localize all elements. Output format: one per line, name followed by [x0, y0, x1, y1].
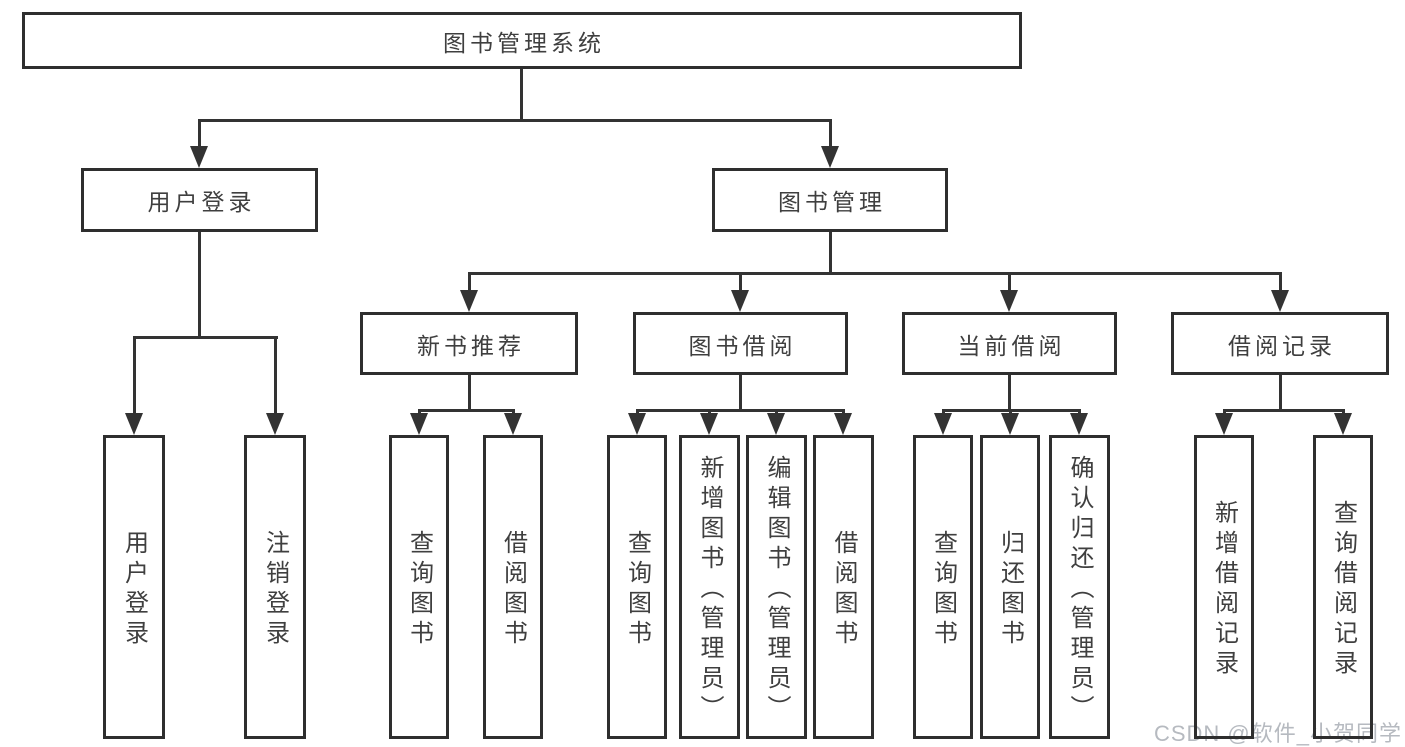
leaf-br-query-record: 查询借阅记录	[1313, 435, 1373, 739]
connector-current-borrowing-hline	[942, 409, 1081, 412]
connector-borrowing-records-hline	[1223, 409, 1345, 412]
arrowhead-cb-query	[934, 413, 952, 435]
node-borrowing-records-label: 借阅记录	[1228, 332, 1336, 359]
arrowhead-cb-confirm	[1070, 413, 1088, 435]
leaf-br-query-record-label: 查询借阅记录	[1329, 500, 1357, 680]
connector-stem-book-borrowing	[739, 274, 742, 294]
connector-stem-user-login	[198, 121, 201, 152]
leaf-cb-query-books: 查询图书	[913, 435, 973, 739]
connector-stem-borrowing-records	[1279, 274, 1282, 294]
connector-book-borrowing-stub	[739, 375, 742, 412]
arrowhead-bb-borrow	[834, 413, 852, 435]
arrowhead-book-management	[821, 146, 839, 168]
leaf-bb-add-books-label: 新增图书（管理员）	[696, 455, 723, 725]
leaf-cb-query-books-label: 查询图书	[929, 530, 957, 650]
arrowhead-user-login-leaf	[125, 413, 143, 435]
leaf-bb-edit-books: 编辑图书（管理员）	[746, 435, 807, 739]
arrowhead-current-borrowing	[1000, 290, 1018, 312]
arrowhead-br-add	[1215, 413, 1233, 435]
arrowhead-br-query	[1334, 413, 1352, 435]
node-user-login: 用户登录	[81, 168, 318, 232]
leaf-br-add-record: 新增借阅记录	[1194, 435, 1254, 739]
connector-book-management-stub	[829, 232, 832, 275]
node-book-borrowing: 图书借阅	[633, 312, 848, 375]
leaf-br-add-record-label: 新增借阅记录	[1210, 500, 1238, 680]
connector-new-book-hline	[418, 409, 515, 412]
leaf-cb-return-books: 归还图书	[980, 435, 1040, 739]
leaf-user-login-label: 用户登录	[120, 530, 148, 650]
connector-stem-new-book	[468, 274, 471, 294]
node-user-login-label: 用户登录	[147, 189, 256, 215]
connector-stem-book-management	[829, 121, 832, 152]
arrowhead-borrowing-records	[1271, 290, 1289, 312]
connector-stem-user-login-leaf	[133, 338, 136, 415]
connector-level3-hline	[468, 272, 1282, 275]
node-current-borrowing-label: 当前借阅	[957, 332, 1066, 359]
connector-level2-hline	[198, 119, 832, 122]
connector-root-stub	[520, 69, 523, 121]
node-book-management-label: 图书管理	[778, 189, 886, 215]
arrowhead-nb-borrow	[504, 413, 522, 435]
leaf-cb-confirm-return-label: 确认归还（管理员）	[1066, 455, 1093, 725]
arrowhead-logout-leaf	[266, 413, 284, 435]
arrowhead-user-login	[190, 146, 208, 168]
node-current-borrowing: 当前借阅	[902, 312, 1117, 375]
arrowhead-new-book	[460, 290, 478, 312]
leaf-bb-edit-books-label: 编辑图书（管理员）	[763, 455, 790, 725]
leaf-bb-query-books-label: 查询图书	[623, 530, 651, 650]
leaf-bb-add-books: 新增图书（管理员）	[679, 435, 740, 739]
leaf-bb-query-books: 查询图书	[607, 435, 667, 739]
leaf-logout-label: 注销登录	[261, 530, 289, 650]
leaf-nb-query-books: 查询图书	[389, 435, 449, 739]
connector-current-borrowing-stub	[1008, 375, 1011, 412]
arrowhead-cb-return	[1001, 413, 1019, 435]
connector-new-book-stub	[468, 375, 471, 412]
connector-borrowing-records-stub	[1279, 375, 1282, 412]
node-root-label: 图书管理系统	[443, 29, 605, 56]
arrowhead-bb-query	[628, 413, 646, 435]
leaf-user-login: 用户登录	[103, 435, 165, 739]
node-borrowing-records: 借阅记录	[1171, 312, 1389, 375]
leaf-nb-query-books-label: 查询图书	[405, 530, 433, 650]
arrowhead-bb-add	[700, 413, 718, 435]
node-book-management: 图书管理	[712, 168, 948, 232]
leaf-cb-confirm-return: 确认归还（管理员）	[1049, 435, 1110, 739]
leaf-nb-borrow-books: 借阅图书	[483, 435, 543, 739]
arrowhead-book-borrowing	[731, 290, 749, 312]
arrowhead-bb-edit	[767, 413, 785, 435]
leaf-cb-return-books-label: 归还图书	[996, 530, 1024, 650]
node-new-book-recommendation-label: 新书推荐	[417, 332, 525, 359]
arrowhead-nb-query	[410, 413, 428, 435]
connector-book-borrowing-hline	[636, 409, 845, 412]
connector-stem-logout-leaf	[274, 338, 277, 415]
connector-stem-current-borrowing	[1008, 274, 1011, 294]
node-book-borrowing-label: 图书借阅	[688, 332, 797, 359]
leaf-bb-borrow-books: 借阅图书	[813, 435, 874, 739]
connector-user-login-stub	[198, 232, 201, 339]
leaf-bb-borrow-books-label: 借阅图书	[830, 530, 857, 650]
leaf-nb-borrow-books-label: 借阅图书	[499, 530, 527, 650]
node-root: 图书管理系统	[22, 12, 1022, 69]
connector-user-login-hline	[133, 336, 278, 339]
leaf-logout: 注销登录	[244, 435, 306, 739]
node-new-book-recommendation: 新书推荐	[360, 312, 578, 375]
